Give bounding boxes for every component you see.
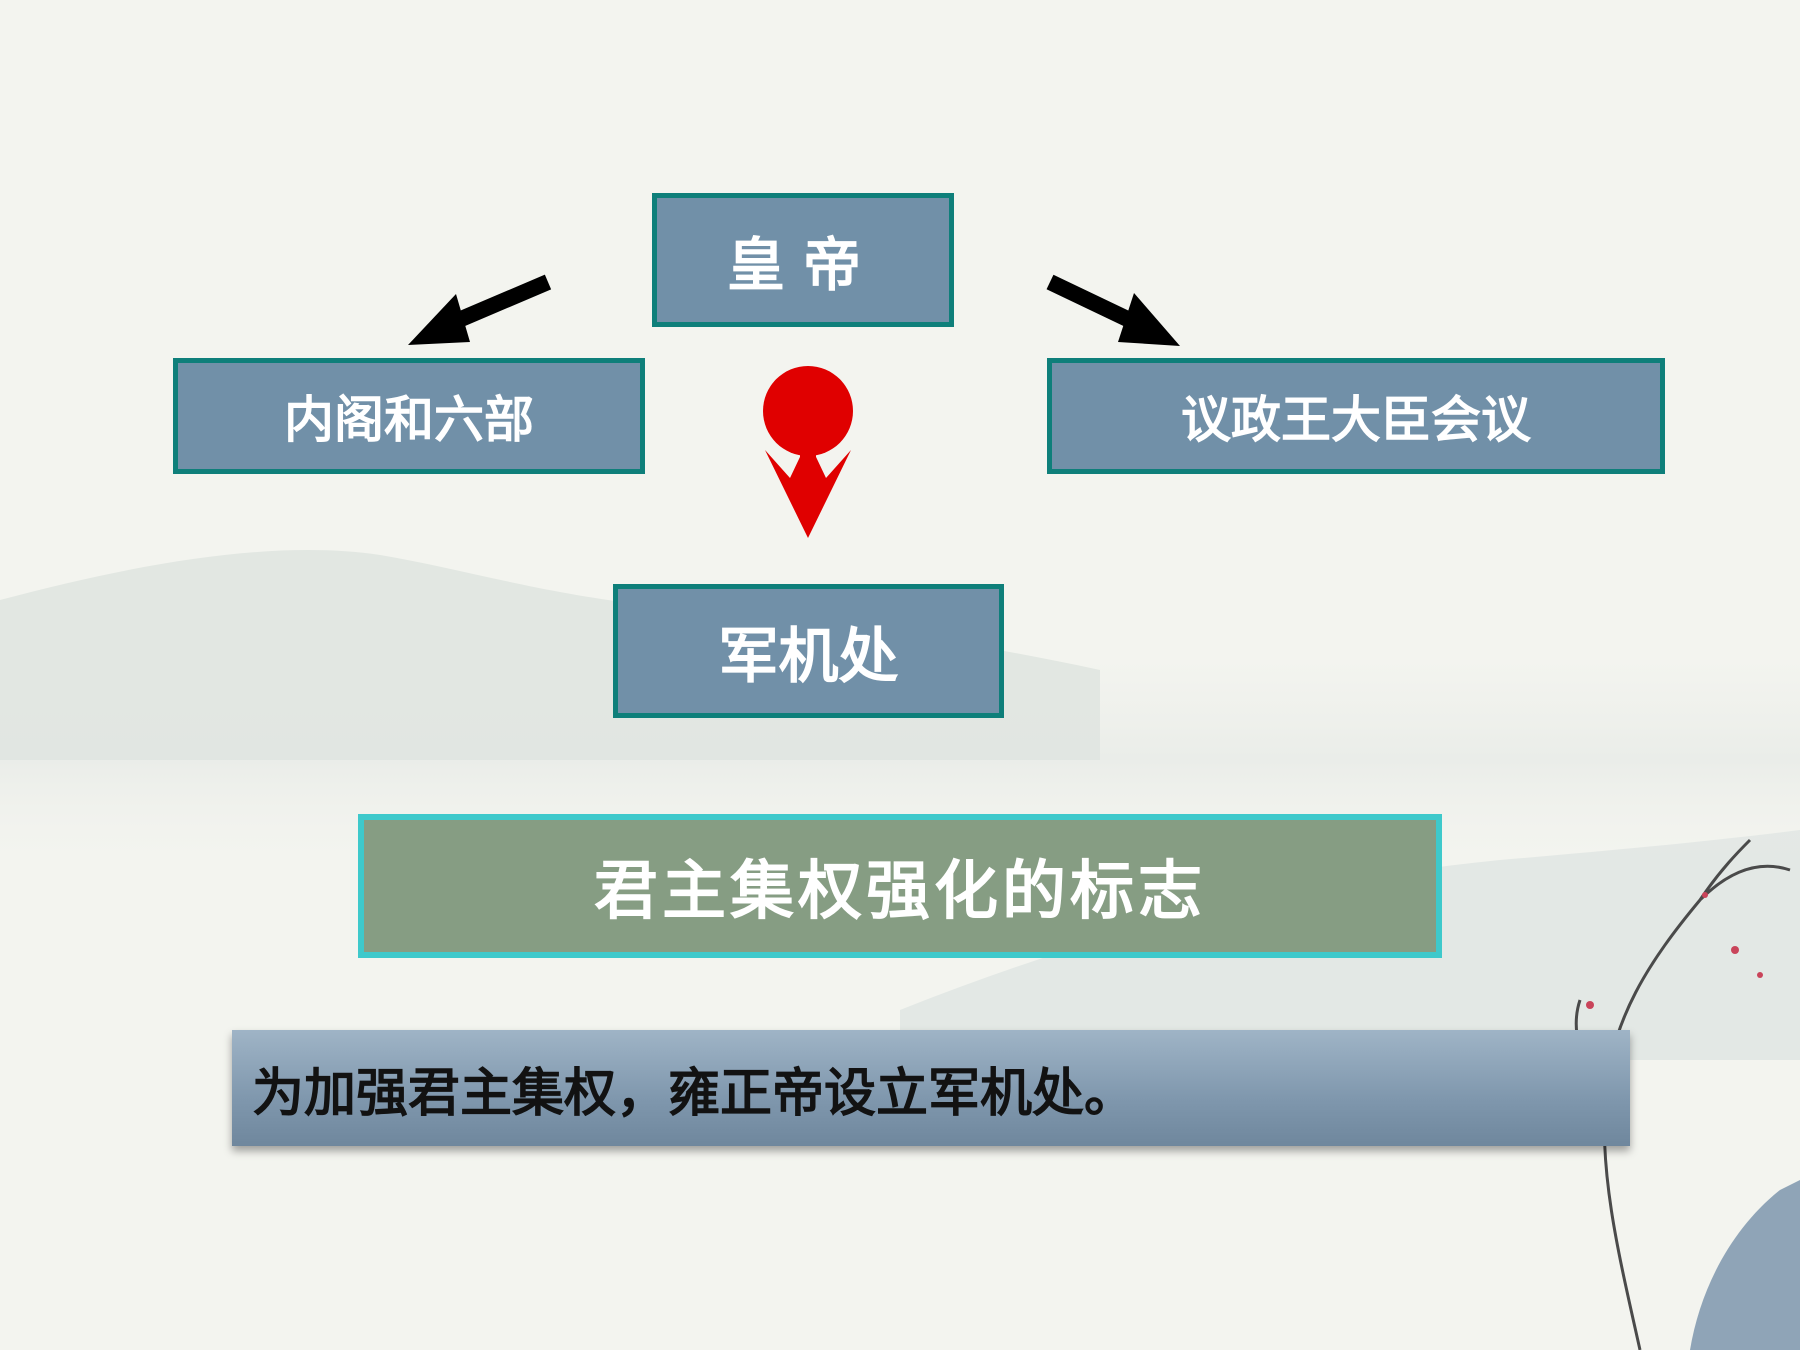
council-node: 议政王大臣会议 bbox=[1047, 358, 1665, 474]
rock-corner bbox=[1690, 1180, 1800, 1350]
conclusion-box: 君主集权强化的标志 bbox=[358, 814, 1442, 958]
cabinet-label: 内阁和六部 bbox=[284, 390, 534, 449]
junjichu-label: 军机处 bbox=[718, 621, 899, 692]
note-text: 为加强君主集权，雍正帝设立军机处。 bbox=[252, 1062, 1137, 1124]
emperor-node: 皇帝 bbox=[652, 193, 954, 327]
junjichu-node: 军机处 bbox=[613, 584, 1004, 718]
council-label: 议政王大臣会议 bbox=[1181, 390, 1531, 449]
cabinet-node: 内阁和六部 bbox=[173, 358, 645, 474]
conclusion-label: 君主集权强化的标志 bbox=[594, 854, 1206, 929]
emperor-label: 皇帝 bbox=[726, 231, 879, 299]
note-banner: 为加强君主集权，雍正帝设立军机处。 bbox=[232, 1030, 1630, 1146]
